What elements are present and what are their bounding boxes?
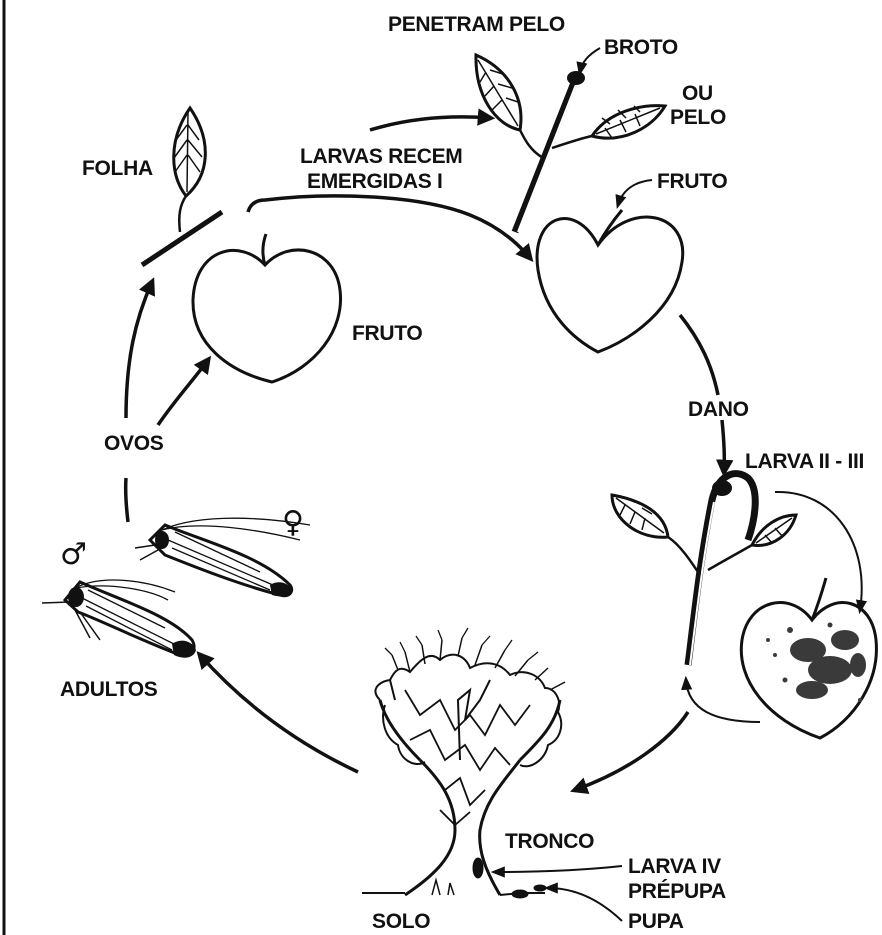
male-symbol: ♂ — [60, 540, 87, 570]
label-tronco: TRONCO — [505, 830, 594, 854]
label-pupa: PUPA — [628, 910, 684, 934]
label-broto: BROTO — [604, 36, 678, 60]
leaf-folha-icon — [142, 108, 222, 265]
label-ovos: OVOS — [104, 432, 163, 456]
arrow-larvae-to-shoot — [370, 117, 490, 130]
label-emergidas: EMERGIDAS I — [307, 170, 443, 194]
pointer-fruto — [618, 180, 652, 205]
arrow-ovos-to-fruit — [158, 360, 208, 425]
arrow-dano-to-larva — [722, 420, 724, 472]
label-folha: FOLHA — [82, 157, 153, 181]
shoot-broto-icon — [476, 55, 665, 232]
pointer-pupa — [548, 888, 622, 921]
arrow-larva-to-tree — [575, 712, 688, 790]
arrow-adults-to-ovos — [126, 478, 128, 522]
label-ou: OU — [682, 82, 713, 106]
arrow-ovos-to-leaf — [126, 282, 152, 418]
peach-fruit-right-icon — [537, 210, 683, 352]
label-adultos: ADULTOS — [60, 678, 157, 702]
label-fruto-left: FRUTO — [352, 322, 422, 346]
label-larvas-recem: LARVAS RECEM — [300, 145, 462, 169]
label-dano: DANO — [688, 398, 749, 422]
label-larva-iv: LARVA IV — [628, 855, 721, 879]
label-larva-ii-iii: LARVA II - III — [745, 450, 864, 474]
arrow-fruit-to-shoot — [686, 680, 760, 722]
moth-male-icon — [42, 580, 196, 658]
peach-fruit-left-icon — [193, 234, 341, 382]
pointer-larva-iv — [495, 866, 622, 872]
tree-trunk-icon — [362, 628, 565, 898]
pointer-broto — [580, 48, 600, 72]
arrow-fruit-to-dano — [680, 315, 718, 395]
label-prepupa: PRÉPUPA — [628, 880, 726, 904]
label-fruto-top: FRUTO — [657, 170, 727, 194]
arrow-larvae-to-fruit — [248, 196, 530, 258]
label-penetram-pelo: PENETRAM PELO — [388, 13, 565, 37]
damaged-fruit-icon — [741, 578, 876, 738]
arrow-tree-to-adults — [200, 655, 358, 772]
female-symbol: ♀ — [282, 508, 304, 538]
label-pelo: PELO — [670, 106, 726, 130]
label-solo: SOLO — [372, 910, 430, 934]
arrow-shoot-to-damaged-fruit — [775, 492, 862, 610]
